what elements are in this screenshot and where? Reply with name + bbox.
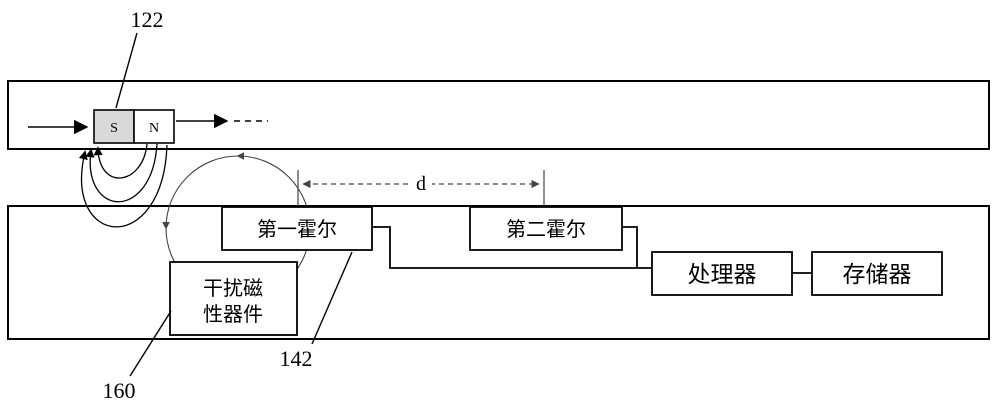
wire-hall1-processor bbox=[372, 226, 652, 269]
interference-rect bbox=[169, 261, 298, 336]
interference-label-line2: 性器件 bbox=[203, 303, 263, 326]
flux-line bbox=[85, 143, 158, 203]
dimension-label-bg bbox=[410, 168, 432, 190]
magnet: S N bbox=[93, 109, 175, 144]
flux-line bbox=[93, 143, 148, 179]
dimension-label: d bbox=[416, 173, 426, 195]
ref-160-leader bbox=[129, 310, 172, 377]
hall1-box: 第一霍尔 bbox=[221, 206, 373, 251]
memory-box: 存储器 bbox=[811, 251, 943, 296]
flux-lines bbox=[78, 143, 168, 228]
magnet-n-label: N bbox=[149, 121, 159, 136]
hall2-rect bbox=[469, 206, 623, 251]
wire-hall2-junction bbox=[622, 226, 638, 268]
processor-rect bbox=[651, 251, 793, 296]
hall2-label: 第二霍尔 bbox=[506, 218, 586, 241]
memory-label: 存储器 bbox=[843, 261, 912, 287]
interference-box: 干扰磁 性器件 bbox=[169, 261, 298, 336]
hall1-rect bbox=[221, 206, 373, 251]
ref-142-leader bbox=[311, 251, 353, 345]
hall2-box: 第二霍尔 bbox=[469, 206, 623, 251]
ref-122-leader bbox=[115, 32, 138, 109]
hall1-label: 第一霍尔 bbox=[257, 218, 337, 241]
processor-label: 处理器 bbox=[688, 261, 757, 287]
ref-122-label: 122 bbox=[131, 7, 164, 32]
magnet-s-label: S bbox=[110, 121, 118, 136]
ref-160-label: 160 bbox=[103, 378, 136, 403]
dimension-d: d bbox=[297, 168, 545, 206]
flux-line bbox=[78, 144, 168, 228]
memory-rect bbox=[811, 251, 943, 296]
ref-142-label: 142 bbox=[280, 346, 313, 371]
magnet-n-cell bbox=[133, 109, 175, 144]
interference-label-line1: 干扰磁 bbox=[203, 277, 263, 300]
flux-circle-arc bbox=[162, 155, 239, 230]
processor-box: 处理器 bbox=[651, 251, 793, 296]
